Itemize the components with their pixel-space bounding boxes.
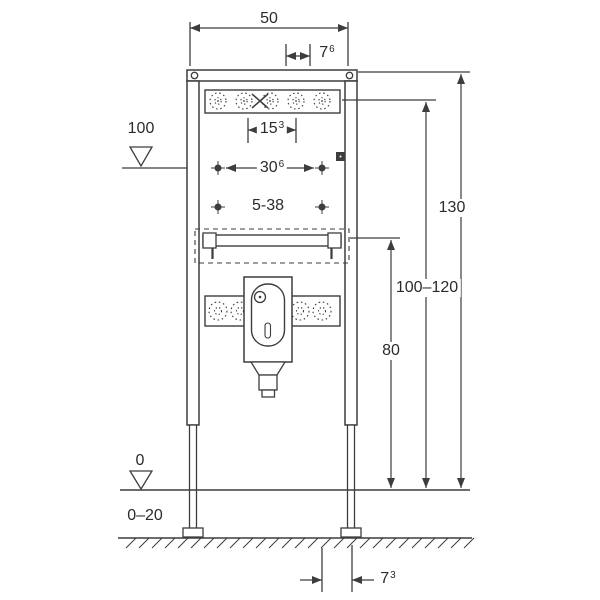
fixing-hole: [211, 161, 225, 175]
corner-screw-icon: [190, 71, 199, 80]
water-supply-x-icon: [251, 93, 269, 109]
trap-height-dimension: [350, 237, 400, 488]
crossbar-end-plate: [202, 232, 217, 249]
top-crossbar: [186, 69, 358, 82]
lower-fixing-holes: [211, 200, 329, 214]
dimension-label-foot-offset: 73: [377, 570, 399, 588]
level-triangle-icon: [128, 470, 154, 491]
crossbar-end-plate: [327, 232, 342, 249]
right-rail: [344, 80, 358, 426]
dimension-label-hole-spacing: 306: [256, 159, 288, 177]
frame: [186, 69, 358, 426]
dimension-label-width: 50: [260, 10, 278, 27]
mounting-plate: [204, 89, 341, 114]
foot-offset-dimension: [300, 545, 374, 592]
adjustable-crossbar: [202, 232, 342, 259]
fixing-hole: [211, 200, 225, 214]
dimension-label-floor-range: 0–20: [127, 507, 163, 524]
left-leg: [188, 424, 198, 538]
dimension-label-level-100: 100: [127, 120, 155, 137]
dimension-label-supply-offset: 76: [316, 44, 338, 62]
supply-offset-dimension: [285, 44, 311, 66]
dimension-label-fixing-spacing: 153: [256, 120, 288, 138]
floor-hatching: [125, 537, 475, 549]
right-leg: [346, 424, 356, 538]
level-triangle-icon: [128, 146, 154, 168]
slot: [264, 322, 272, 339]
dimension-label-total-height: 130: [435, 199, 469, 217]
pipe: [258, 374, 278, 391]
adjustment-zone: [194, 228, 350, 264]
pipe-stub: [261, 389, 276, 398]
level-marker-0: [128, 470, 154, 491]
dimension-label-plate-height: 100–120: [392, 279, 462, 297]
crossbar: [202, 234, 342, 247]
dimension-label-hole-range: 5-38: [248, 197, 288, 215]
dimension-label-trap-height: 80: [379, 342, 403, 360]
left-rail: [186, 80, 200, 426]
dashed-outline: [194, 228, 350, 264]
clip-symbol-icon: [336, 152, 345, 161]
fixing-hole: [315, 161, 329, 175]
floor-lines: [118, 489, 475, 549]
width-dimension: [189, 22, 349, 66]
pipe-taper: [249, 361, 287, 376]
level-marker-100: [122, 146, 187, 169]
left-foot: [182, 527, 204, 538]
trap-housing: [243, 276, 293, 363]
legs: [182, 424, 362, 538]
dimension-label-level-0: 0: [135, 452, 145, 469]
drain-pipe: [249, 361, 287, 398]
perforation-clusters: [209, 92, 331, 110]
fixing-hole: [315, 200, 329, 214]
corner-screw-icon: [345, 71, 354, 80]
right-foot: [340, 527, 362, 538]
